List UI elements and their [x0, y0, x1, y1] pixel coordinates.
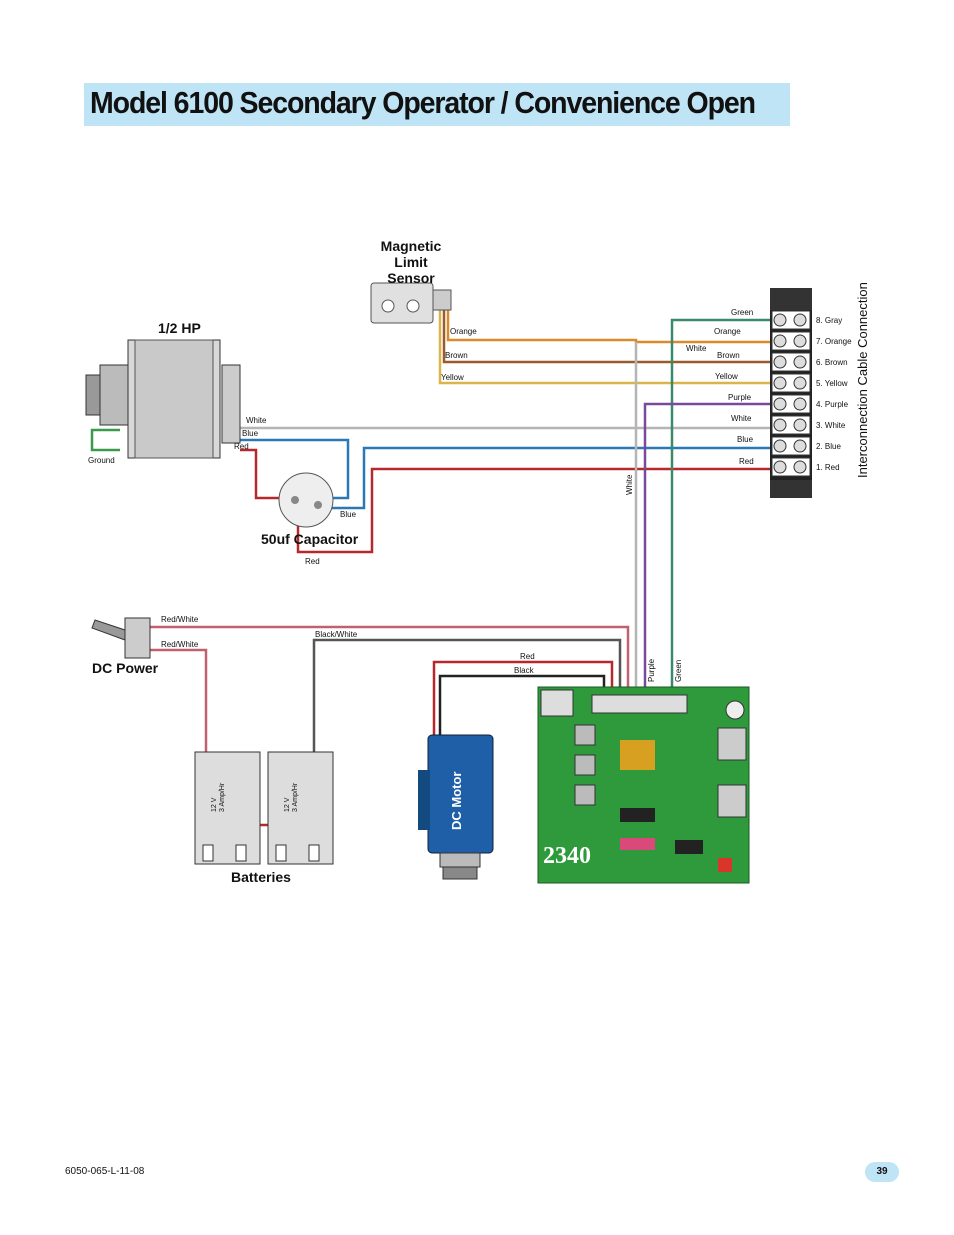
wire-brown	[442, 310, 770, 364]
wire-label-dc-red: Red	[520, 652, 535, 661]
control-board	[537, 686, 750, 884]
wire-label-orange-right: Orange	[714, 327, 741, 336]
wire-label-white3: White	[731, 414, 752, 423]
wire-orange	[446, 310, 770, 344]
ac-motor	[85, 339, 241, 459]
terminal-6: 6. Brown	[816, 358, 848, 367]
wire-label-orange-left: Orange	[450, 327, 477, 336]
wire-dc-red	[432, 660, 614, 735]
dc-power-switch	[91, 617, 151, 659]
battery-right-voltage: 12 V	[284, 797, 291, 812]
wire-label-brown-left: Brown	[445, 351, 468, 360]
terminal-screw	[773, 460, 787, 474]
terminal-screw	[793, 355, 807, 369]
terminal-8: 8. Gray	[816, 316, 843, 325]
wire-label-blackwhite: Black/White	[315, 630, 358, 639]
wire-dc-black	[438, 674, 606, 735]
terminal-screw	[773, 439, 787, 453]
wire-label-red-motor: Red	[234, 442, 249, 451]
wire-purple	[643, 402, 770, 693]
title-banner: Model 6100 Secondary Operator / Convenie…	[84, 83, 790, 126]
terminal-screw	[773, 355, 787, 369]
wire-yellow	[438, 310, 770, 385]
terminal-7: 7. Orange	[816, 337, 852, 346]
motor-hp-label: 1/2 HP	[158, 320, 201, 336]
board-label: 2340	[543, 843, 591, 869]
wire-blackwhite	[312, 638, 622, 752]
terminal-screw	[793, 334, 807, 348]
wire-blue-cap	[318, 446, 770, 510]
dc-motor	[418, 734, 494, 880]
wire-ground	[90, 428, 120, 452]
battery-left-capacity: 3 Amp/Hr	[219, 782, 226, 812]
wire-label-brown-right: Brown	[717, 351, 740, 360]
wire-label-green-vert: Green	[674, 659, 683, 682]
interconnection-label: Interconnection Cable Connection	[855, 282, 870, 478]
wire-label-red-right: Red	[739, 457, 754, 466]
wire-label-redwhite2: Red/White	[161, 640, 199, 649]
terminal-2: 2. Blue	[816, 442, 841, 451]
battery-right-capacity: 3 Amp/Hr	[292, 782, 299, 812]
wire-red-motor	[240, 448, 290, 500]
terminal-4: 4. Purple	[816, 400, 849, 409]
wire-label-white-motor: White	[246, 416, 267, 425]
terminal-screw	[773, 334, 787, 348]
page-title: Model 6100 Secondary Operator / Convenie…	[90, 85, 756, 120]
wire-red-cap	[296, 467, 770, 554]
terminal-1: 1. Red	[816, 463, 840, 472]
batteries-label: Batteries	[231, 869, 291, 885]
wire-label-yellow-right: Yellow	[715, 372, 738, 381]
terminal-screw	[773, 397, 787, 411]
wire-label-dc-black: Black	[514, 666, 534, 675]
terminal-screws	[771, 310, 811, 477]
terminal-screw	[773, 376, 787, 390]
dc-power-label: DC Power	[92, 660, 159, 676]
capacitor	[278, 472, 334, 528]
magnetic-sensor	[370, 282, 452, 324]
terminal-screw	[793, 376, 807, 390]
terminal-3: 3. White	[816, 421, 846, 430]
wires	[90, 310, 770, 845]
wire-label-cap-red: Red	[305, 557, 320, 566]
page-number: 39	[865, 1162, 899, 1182]
wire-label-yellow-left: Yellow	[441, 373, 464, 382]
wire-green	[670, 318, 770, 693]
wire-label-white-right: White	[686, 344, 707, 353]
wire-label-redwhite1: Red/White	[161, 615, 199, 624]
wire-label-blue-right: Blue	[737, 435, 754, 444]
terminal-screw	[793, 460, 807, 474]
wire-redwhite2	[150, 648, 208, 752]
magnetic-sensor-label: Magnetic Limit Sensor	[380, 238, 442, 287]
terminal-screw	[773, 313, 787, 327]
terminal-screw	[793, 313, 807, 327]
document-code: 6050-065-L-11-08	[65, 1166, 145, 1177]
terminal-screw	[773, 418, 787, 432]
wire-label-blue-motor: Blue	[242, 429, 259, 438]
wire-label-ground: Ground	[88, 456, 115, 465]
terminal-screw	[793, 439, 807, 453]
dc-motor-label: DC Motor	[449, 771, 464, 831]
wire-label-white-vert: White	[625, 474, 634, 495]
terminal-5: 5. Yellow	[816, 379, 848, 388]
terminal-screw	[793, 418, 807, 432]
battery-left-voltage: 12 V	[211, 797, 218, 812]
wire-label-cap-blue: Blue	[340, 510, 357, 519]
batteries-group	[194, 751, 334, 865]
wire-redwhite1	[150, 625, 630, 693]
capacitor-label: 50uf Capacitor	[261, 531, 359, 547]
terminal-screw	[793, 397, 807, 411]
wire-label-purple-vert: Purple	[647, 658, 656, 682]
wire-label-green: Green	[731, 308, 754, 317]
wire-label-purple-right: Purple	[728, 393, 752, 402]
